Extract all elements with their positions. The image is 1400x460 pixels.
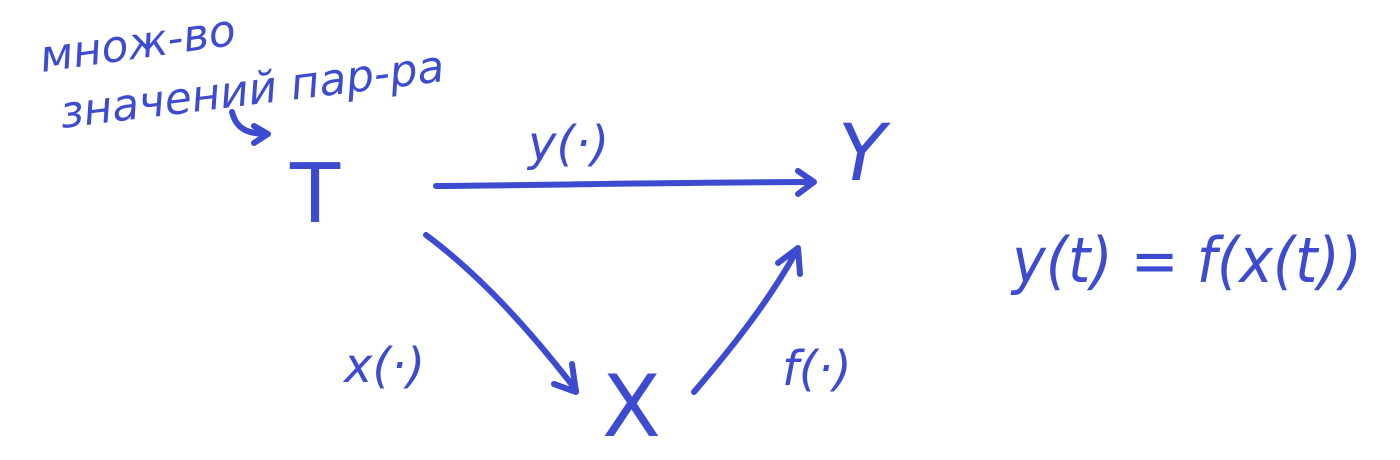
arrow-X-to-Y-line bbox=[691, 247, 800, 395]
node-Y-label: Y bbox=[838, 109, 891, 199]
node-Y: Y bbox=[838, 109, 891, 199]
arrow-T-to-X-label: x(·) bbox=[342, 338, 425, 394]
arrow-T-to-Y: y(·) bbox=[433, 116, 817, 197]
arrow-X-to-Y-head bbox=[775, 245, 803, 277]
arrow-T-to-X: x(·) bbox=[342, 232, 579, 395]
arrow-X-to-Y-label: f(·) bbox=[782, 341, 852, 397]
node-X: X bbox=[602, 357, 661, 457]
arrow-X-to-Y: f(·) bbox=[691, 245, 852, 397]
arrow-T-to-X-head bbox=[551, 361, 579, 395]
arrow-T-to-Y-head bbox=[795, 168, 817, 197]
annotation-pointer-arrow bbox=[229, 109, 271, 146]
formula-text: y(t) = f(x(t)) bbox=[1010, 224, 1362, 297]
arrow-T-to-Y-label: y(·) bbox=[526, 116, 609, 172]
annotation: множ-во значений пар-ра bbox=[36, 5, 447, 146]
node-T: T bbox=[289, 147, 341, 242]
formula: y(t) = f(x(t)) bbox=[1010, 224, 1362, 297]
node-X-label: X bbox=[602, 357, 661, 457]
arrow-T-to-Y-line bbox=[433, 179, 815, 189]
node-T-label: T bbox=[289, 147, 341, 242]
arrow-T-to-X-line bbox=[423, 232, 579, 393]
